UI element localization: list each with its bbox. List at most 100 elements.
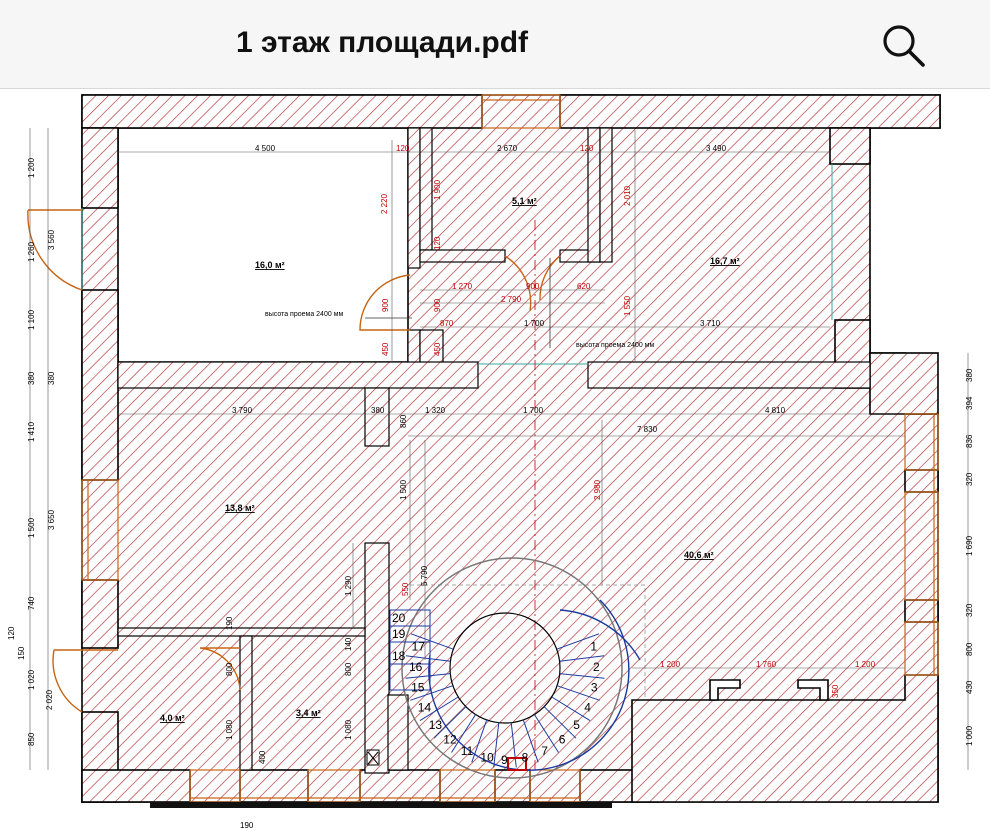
dimension-label: 740 [27, 596, 36, 610]
dimension-label: 5 790 [420, 565, 429, 586]
dimension-label: 900 [526, 282, 540, 291]
stair-step-number: 13 [429, 718, 443, 732]
dimension-label: 1 200 [660, 660, 681, 669]
dimension-label: 3 710 [700, 319, 721, 328]
stair-step-number: 5 [573, 718, 580, 732]
dimension-label: 2 980 [593, 479, 602, 500]
stair-step-number: 1 [590, 640, 597, 654]
dimension-label: 120 [433, 236, 442, 250]
dimension-label: 2 220 [380, 193, 389, 214]
document-title: 1 этаж площади.pdf [235, 26, 529, 59]
dimension-label: 4 810 [765, 406, 786, 415]
dimension-label: 800 [225, 662, 234, 676]
dimension-label: 2 010 [623, 185, 632, 206]
dimension-label: 3 560 [47, 229, 56, 250]
stair-step-number: 11 [461, 744, 474, 758]
dimension-label: 2 670 [497, 144, 518, 153]
dimension-label: 900 [433, 298, 442, 312]
stair-tread [493, 722, 500, 768]
dimension-label: 350 [831, 684, 840, 698]
stair-tread [533, 714, 559, 753]
room-area-label: 16,0 м² [255, 260, 285, 270]
dimension-label: 320 [965, 603, 974, 617]
dimension-label: 550 [401, 582, 410, 596]
base-line [150, 802, 612, 808]
dimension-label: 120 [7, 626, 16, 640]
dimension-label: 7 830 [637, 425, 658, 434]
dimension-label: 1 760 [756, 660, 777, 669]
stair-step-number: 2 [593, 660, 600, 674]
stair-step-number: 9 [501, 753, 508, 767]
exterior-walls [81, 94, 941, 803]
stair-step-number: 18 [392, 649, 406, 663]
stair-tread [510, 722, 517, 768]
stair-tread [451, 714, 477, 753]
dimension-label: 380 [965, 368, 974, 382]
stair-step-number: 12 [443, 733, 457, 747]
dimension-label: 380 [47, 371, 56, 385]
vertical-dimensions: 2 220 1 900 120 2 010 900 900 450 450 1 … [7, 157, 974, 764]
dimension-label: 1 000 [965, 725, 974, 746]
dimension-label: 800 [344, 662, 353, 676]
room-area-label: 4,0 м² [160, 713, 185, 723]
stair-tread [433, 706, 467, 739]
opening-height-note: высота проема 2400 мм [265, 311, 343, 318]
dimension-label: 140 [344, 637, 353, 651]
dimension-label: 1 100 [27, 309, 36, 330]
stair-tread [556, 633, 600, 650]
stair-tread [471, 719, 488, 763]
dimension-label: 3 490 [706, 144, 727, 153]
stair-step-number: 4 [584, 700, 591, 714]
dimension-label: 1 260 [27, 241, 36, 262]
dimension-label: 1 080 [344, 719, 353, 740]
stair-tread [551, 696, 591, 722]
room-area-label: 16,7 м² [710, 256, 740, 266]
dimension-lines [29, 128, 969, 770]
dimension-label: 380 [371, 406, 385, 415]
dimension-label: 2 790 [501, 295, 522, 304]
windows [81, 94, 939, 803]
dimension-label: 320 [965, 472, 974, 486]
dimension-label: 120 [396, 144, 410, 153]
stair-tread [405, 673, 451, 679]
dimension-label: 1 320 [425, 406, 446, 415]
dimension-label: 1 200 [27, 157, 36, 178]
dimension-label: 380 [27, 371, 36, 385]
dimension-label: 1 290 [344, 575, 353, 596]
dimension-label: 1 690 [965, 535, 974, 556]
room-area-label: 40,6 м² [684, 550, 714, 560]
stair-tread [419, 696, 459, 722]
stair-step-number: 17 [412, 640, 426, 654]
stair-tread [410, 685, 454, 701]
dimension-label: 120 [580, 144, 594, 153]
dimension-label: 1 700 [523, 406, 544, 415]
interior-walls [117, 127, 871, 774]
dimension-label: 150 [17, 646, 26, 660]
stair-step-number: 10 [480, 751, 494, 765]
room-area-label: 13,8 м² [225, 503, 255, 513]
stair-tread [556, 685, 600, 701]
dimension-label: 860 [399, 414, 408, 428]
stair-step-number: 6 [559, 733, 566, 747]
dimension-label: 3 650 [47, 509, 56, 530]
dimension-label: 620 [577, 282, 591, 291]
dimension-label: 2 020 [45, 689, 54, 710]
stair-tread [405, 655, 451, 662]
openings [81, 164, 833, 365]
dimension-label: 1 270 [452, 282, 473, 291]
stair-step-number: 16 [409, 660, 423, 674]
room-area-label: 5,1 м² [512, 196, 537, 206]
stair-step-number: 7 [541, 744, 548, 758]
document-header: 1 этаж площади.pdf [0, 0, 990, 89]
magnifier-icon[interactable] [878, 20, 928, 70]
stair-tread [410, 633, 454, 650]
dimension-label: 400 [258, 750, 267, 764]
stair-tread [559, 673, 605, 679]
dimension-label: 1 200 [855, 660, 876, 669]
dimension-label: 190 [225, 616, 234, 630]
dimension-label: 1 700 [524, 319, 545, 328]
dimension-label: 430 [965, 680, 974, 694]
dimension-label: 850 [27, 732, 36, 746]
